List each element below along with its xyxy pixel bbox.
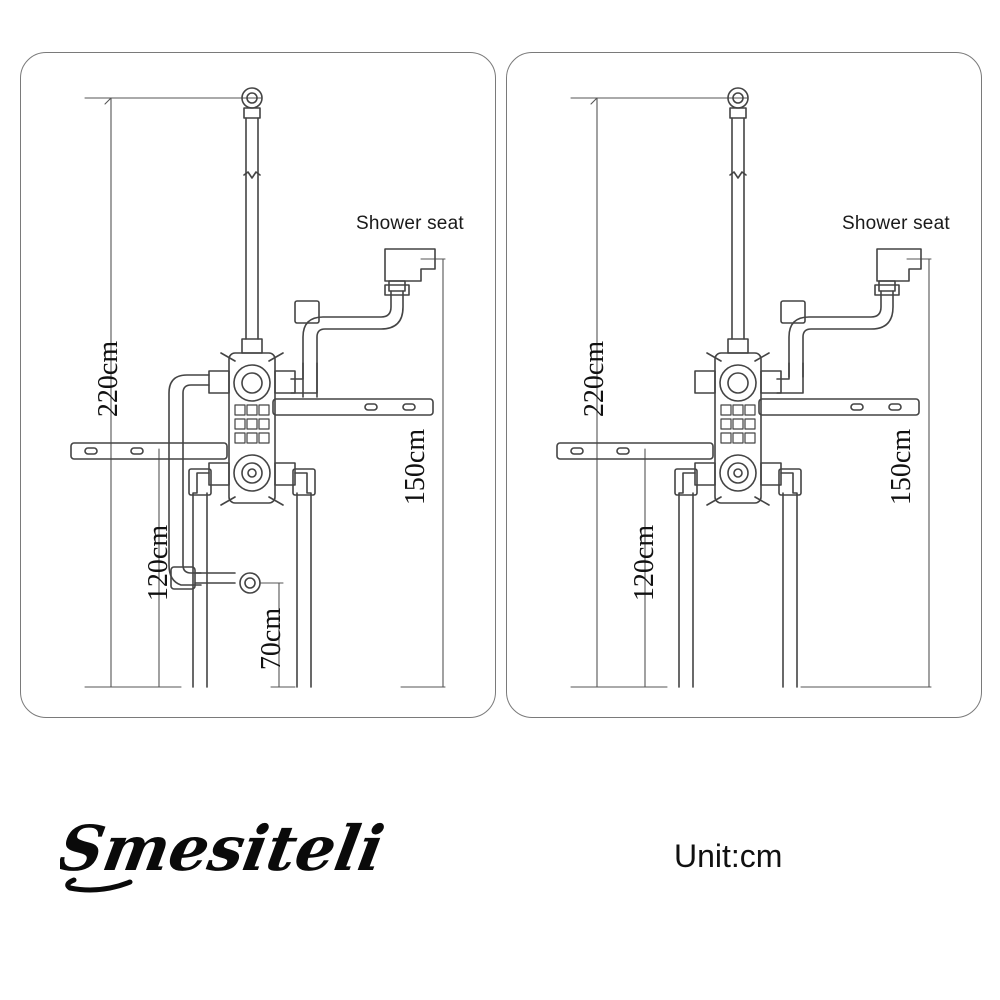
- valve-body: [694, 352, 782, 506]
- diagram-panel-right: Shower seat 220cm 150cm 120cm: [506, 52, 982, 718]
- valve-body: [208, 352, 296, 506]
- diagram-panel-left: Shower seat 220cm 150cm 120cm 70cm: [20, 52, 496, 718]
- shower-seat-label: Shower seat: [842, 213, 950, 234]
- shower-seat-outlet: [294, 248, 436, 398]
- supply-pipes: [674, 468, 802, 688]
- dimension-lines: [570, 97, 932, 688]
- shower-seat-outlet: [780, 248, 922, 378]
- brand-logo-text: Smesiteli: [60, 811, 389, 884]
- plumbing-diagram-right: [556, 87, 932, 688]
- mounting-brackets: [556, 398, 920, 460]
- shower-seat-label: Shower seat: [356, 213, 464, 234]
- dimension-150-label: 150cm: [400, 428, 432, 506]
- dimension-lines: [84, 97, 446, 688]
- brand-logo: Smesiteli: [60, 811, 389, 893]
- mounting-brackets: [70, 398, 434, 460]
- plumbing-diagram-left: [70, 87, 446, 688]
- dimension-150-label: 150cm: [886, 428, 918, 506]
- dimension-70-label: 70cm: [256, 607, 288, 671]
- dimension-120-label: 120cm: [143, 524, 175, 602]
- unit-label: Unit:cm: [674, 838, 783, 874]
- top-outlet: [241, 87, 263, 119]
- dimension-220-label: 220cm: [579, 340, 611, 418]
- left-bypass-pipe: [168, 374, 261, 594]
- supply-pipes: [188, 468, 316, 688]
- top-outlet: [727, 87, 749, 119]
- dimension-120-label: 120cm: [629, 524, 661, 602]
- dimension-220-label: 220cm: [93, 340, 125, 418]
